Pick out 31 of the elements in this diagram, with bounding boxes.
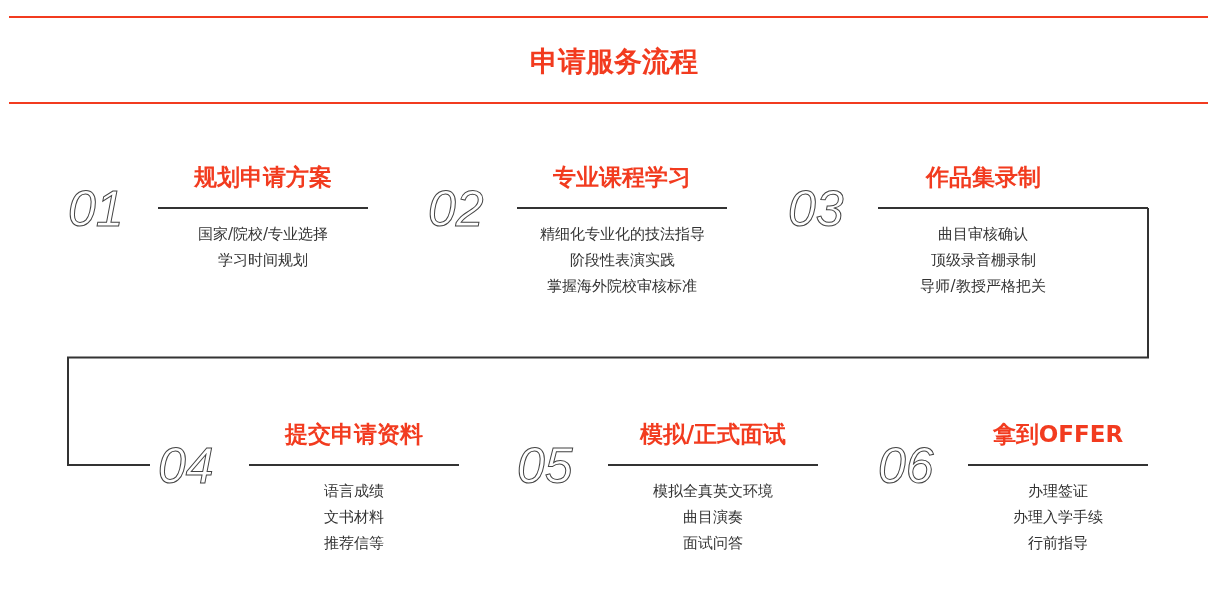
step-number: 02 bbox=[428, 184, 484, 234]
step-number: 04 bbox=[158, 441, 214, 491]
step-detail: 推荐信等 bbox=[323, 533, 385, 553]
step-heading: 拿到OFFER bbox=[991, 420, 1125, 448]
connector-line bbox=[67, 207, 1149, 466]
step-detail: 精细化专业化的技法指导 bbox=[538, 224, 706, 244]
step-number: 03 bbox=[788, 184, 844, 234]
step-detail: 掌握海外院校审核标准 bbox=[546, 276, 698, 296]
step-detail: 学习时间规划 bbox=[217, 250, 309, 270]
step-detail: 文书材料 bbox=[323, 507, 385, 527]
step-heading: 模拟/正式面试 bbox=[638, 420, 788, 448]
step-detail: 曲目审核确认 bbox=[937, 224, 1029, 244]
step-detail: 语言成绩 bbox=[323, 481, 385, 501]
step-detail: 模拟全真英文环境 bbox=[652, 481, 774, 501]
title: 申请服务流程 bbox=[529, 45, 698, 78]
step-heading: 规划申请方案 bbox=[193, 163, 333, 191]
step-detail: 导师/教授严格把关 bbox=[919, 276, 1047, 296]
step-detail: 曲目演奏 bbox=[682, 507, 744, 527]
step-detail: 办理签证 bbox=[1027, 481, 1089, 501]
step-heading: 专业课程学习 bbox=[552, 163, 692, 191]
step-heading: 提交申请资料 bbox=[283, 420, 424, 448]
step-number: 01 bbox=[68, 184, 124, 234]
step-detail: 行前指导 bbox=[1027, 533, 1089, 553]
step-detail: 面试问答 bbox=[682, 533, 744, 553]
step-heading: 作品集录制 bbox=[924, 163, 1042, 191]
step-number: 06 bbox=[878, 441, 934, 491]
step-detail: 顶级录音棚录制 bbox=[929, 250, 1037, 270]
step-number: 05 bbox=[517, 441, 573, 491]
step-detail: 国家/院校/专业选择 bbox=[196, 224, 330, 244]
step-detail: 阶段性表演实践 bbox=[568, 250, 676, 270]
step-detail: 办理入学手续 bbox=[1012, 507, 1104, 527]
